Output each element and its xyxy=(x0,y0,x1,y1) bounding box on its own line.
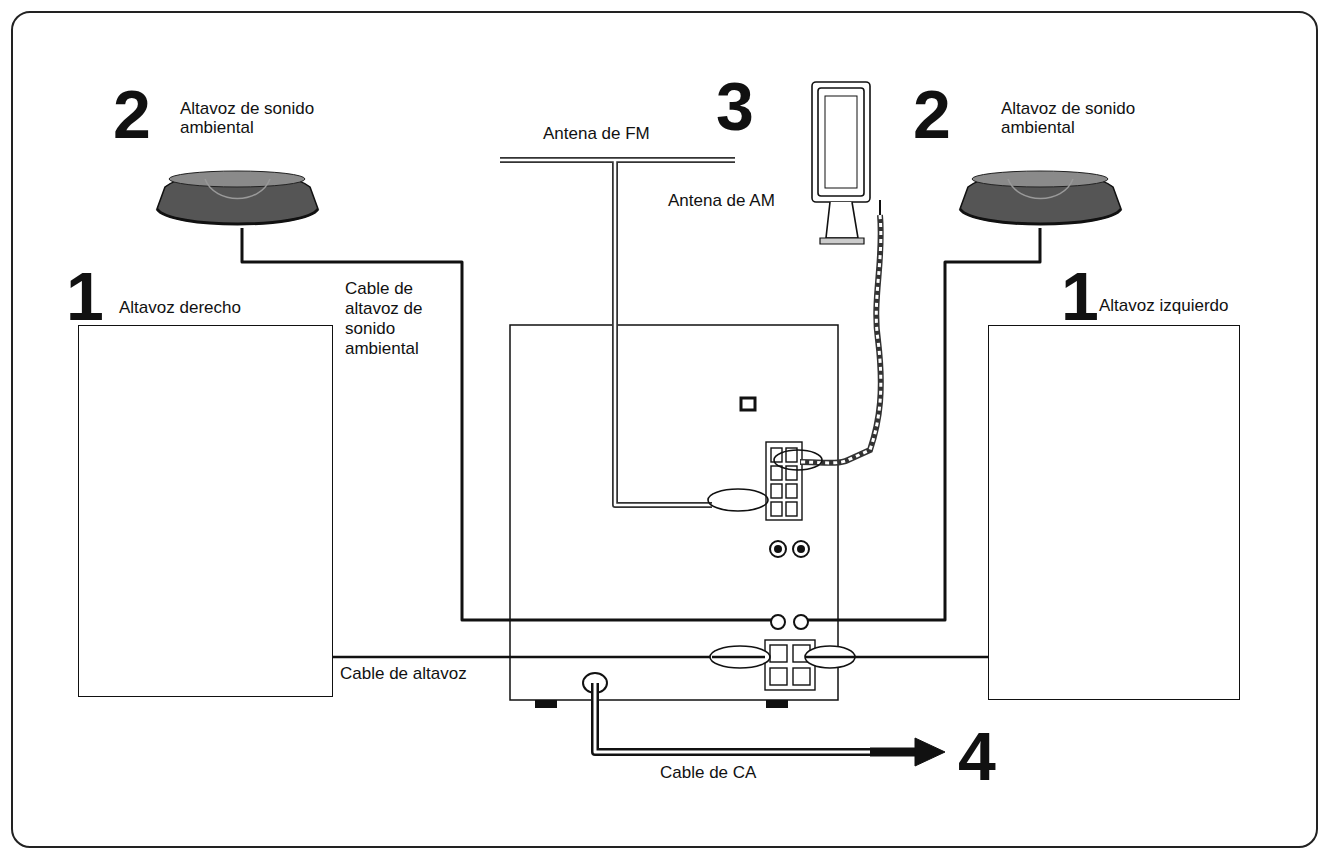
part-label: Cable de CA xyxy=(660,763,756,783)
surround-speaker-shape xyxy=(155,165,320,229)
optical-jack xyxy=(741,398,755,410)
am-antenna xyxy=(774,82,881,470)
speaker-heading: Altavoz izquierdo xyxy=(1099,296,1259,315)
speaker-heading: Altavoz derecho xyxy=(119,298,339,317)
surround-cable xyxy=(242,228,1040,620)
part-label: Cable de altavoz xyxy=(338,664,469,684)
surround-speaker: Altavoz de sonido ambiental xyxy=(958,165,1123,229)
callout-number: 1 xyxy=(1061,266,1097,326)
callout-number: 4 xyxy=(958,726,994,786)
output-jacks xyxy=(770,541,809,557)
main-unit xyxy=(510,325,838,700)
callout-number: 3 xyxy=(716,76,752,136)
fm-antenna xyxy=(500,160,768,511)
speaker-cable xyxy=(195,646,1118,668)
part-label: Antena de FM xyxy=(543,124,650,144)
surround-jacks xyxy=(771,615,808,629)
callout-number: 2 xyxy=(913,84,949,144)
unit-foot xyxy=(766,700,788,708)
surround-speaker: Altavoz de sonido ambiental xyxy=(155,165,320,229)
antenna-terminal xyxy=(766,442,802,520)
part-label: Cable de altavoz de sonido ambiental xyxy=(345,279,457,359)
speaker-heading: Altavoz de sonido ambiental xyxy=(1001,99,1161,137)
callout-number: 1 xyxy=(66,266,102,326)
ac-cord xyxy=(583,673,945,766)
frame xyxy=(12,12,1317,847)
part-label: Antena de AM xyxy=(668,191,775,211)
speaker-heading: Altavoz de sonido ambiental xyxy=(180,99,340,137)
callout-number: 2 xyxy=(113,84,149,144)
speaker-box: Altavoz derecho xyxy=(78,325,333,697)
unit-foot xyxy=(535,700,557,708)
speaker-box: Altavoz izquierdo xyxy=(988,325,1240,700)
surround-speaker-shape xyxy=(958,165,1123,229)
speaker-terminal xyxy=(765,640,815,690)
